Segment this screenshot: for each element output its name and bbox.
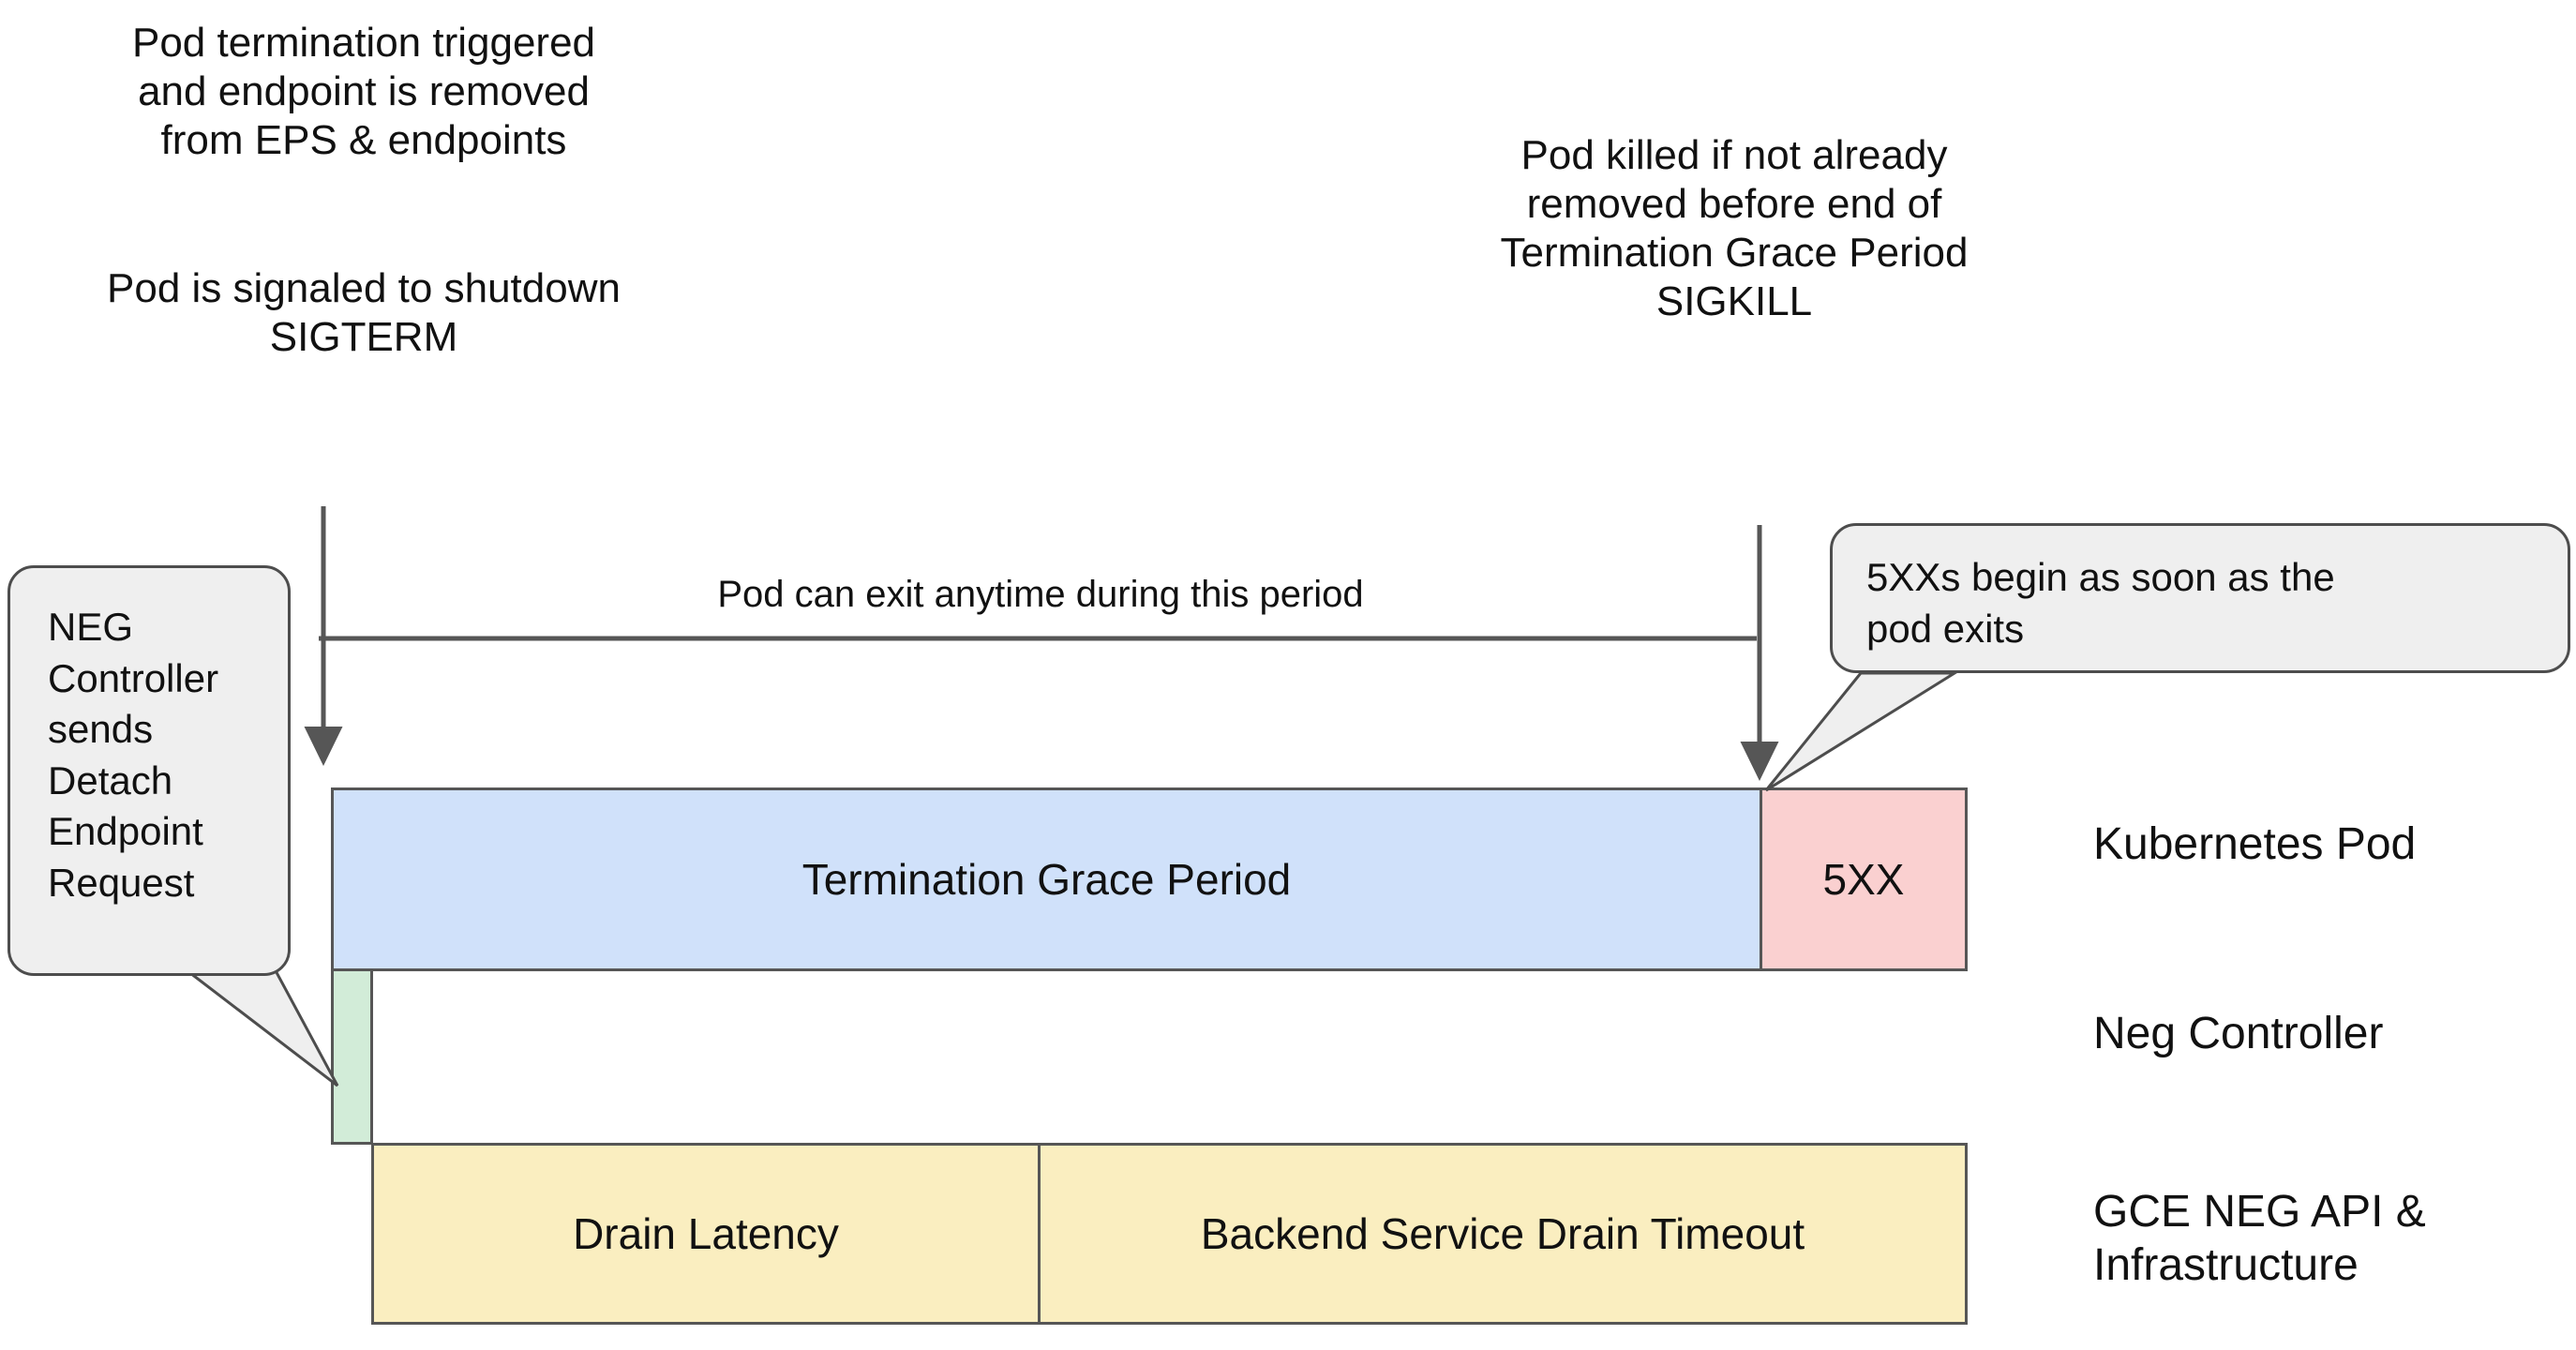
span-label-pod-can-exit: Pod can exit anytime during this period xyxy=(717,574,1364,615)
callout-5xx-begin: 5XXs begin as soon as the pod exits xyxy=(1830,523,2570,673)
callout-tail-5xx xyxy=(1764,671,1960,792)
bar-neg-detach xyxy=(331,968,373,1145)
lane-label-gce-neg-api: GCE NEG API & Infrastructure xyxy=(2093,1187,2426,1290)
bar-termination-grace-period: Termination Grace Period xyxy=(331,788,1762,971)
lane-label-kubernetes-pod: Kubernetes Pod xyxy=(2093,819,2417,869)
note-pod-killed-sigkill: Pod killed if not already removed before… xyxy=(1500,132,1969,324)
lane-label-neg-controller: Neg Controller xyxy=(2093,1009,2384,1058)
callout-neg-controller-detach-request: NEG Controller sends Detach Endpoint Req… xyxy=(7,565,291,976)
note-pod-signaled-sigterm: Pod is signaled to shutdown SIGTERM xyxy=(107,265,621,360)
bar-drain-latency: Drain Latency xyxy=(371,1143,1041,1325)
note-pod-termination-triggered: Pod termination triggered and endpoint i… xyxy=(131,20,596,163)
bar-backend-service-drain-timeout: Backend Service Drain Timeout xyxy=(1038,1143,1968,1325)
bar-5xx: 5XX xyxy=(1760,788,1968,971)
